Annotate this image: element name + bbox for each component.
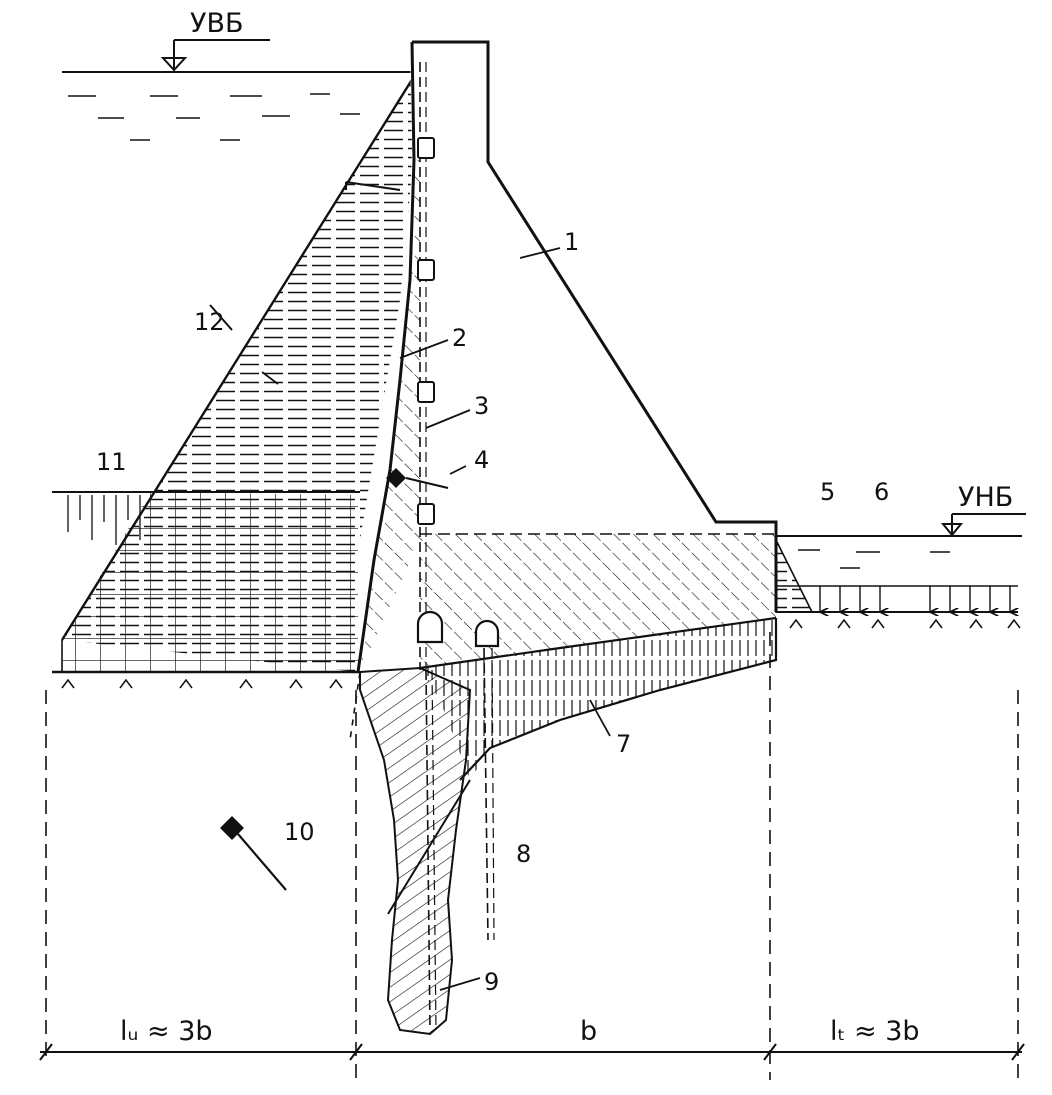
foundation-drainage — [483, 647, 495, 941]
callout-labels: 1 2 3 4 5 6 7 8 9 10 11 12 — [96, 228, 889, 996]
base-galleries — [416, 610, 500, 648]
callout-9: 9 — [484, 968, 499, 996]
callout-12: 12 — [194, 308, 225, 336]
downstream-water — [775, 535, 1022, 612]
upstream-fill-grid — [52, 491, 360, 672]
base-uplift-block — [420, 533, 776, 668]
base-width-label: b — [580, 1016, 597, 1047]
dimension-lines — [39, 632, 1025, 1080]
piezometer-marker — [386, 468, 449, 489]
callout-5: 5 — [820, 478, 835, 506]
grout-curtain — [349, 666, 472, 1036]
callout-10: 10 — [284, 818, 315, 846]
inspection-galleries — [417, 137, 435, 525]
downstream-level-label: УНБ — [958, 482, 1013, 513]
callout-1: 1 — [564, 228, 579, 256]
callout-7: 7 — [616, 730, 631, 758]
callout-4: 4 — [474, 446, 489, 474]
upstream-length-label: lᵤ ≈ 3b — [120, 1016, 213, 1047]
callout-11: 11 — [96, 448, 127, 476]
drainage-line — [419, 62, 427, 670]
callout-2: 2 — [452, 324, 467, 352]
upstream-water — [62, 71, 418, 141]
callout-8: 8 — [516, 840, 531, 868]
upstream-level-mark: УВБ — [160, 8, 270, 72]
leader-lines — [261, 247, 611, 991]
filtration-point-marker — [220, 816, 287, 891]
callout-6: 6 — [874, 478, 889, 506]
downstream-level-mark: УНБ — [940, 482, 1026, 537]
upstream-level-label: УВБ — [190, 8, 244, 39]
dimension-labels: lᵤ ≈ 3b b lₜ ≈ 3b — [120, 1016, 920, 1047]
downstream-length-label: lₜ ≈ 3b — [830, 1016, 920, 1047]
callout-3: 3 — [474, 392, 489, 420]
